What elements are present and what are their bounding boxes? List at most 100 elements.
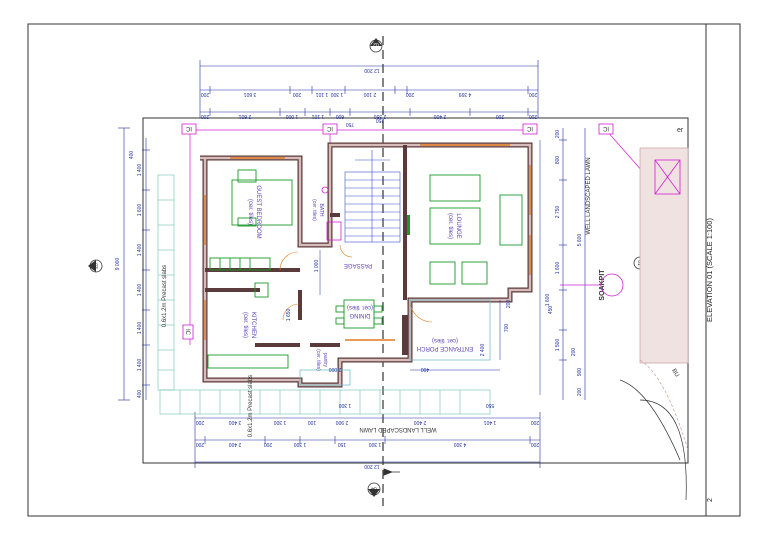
dim-bot-r2-3: 1 300 [294, 441, 307, 447]
dim-top-r1-1: 3 601 [244, 91, 257, 97]
elevation-marker-bottom[interactable]: 04 [367, 482, 381, 497]
corner-label: er [677, 127, 684, 134]
dim-bot-r2-1: 2 400 [229, 441, 242, 447]
dim-bot-r2-0: 200 [196, 441, 205, 447]
room-pantry-finish: (cer. tiles) [315, 349, 321, 371]
dim-misc-0: 750 [346, 121, 355, 127]
misc-dimension-text: 750 250 1 000 2 400 1 300 1 600 2 000 40… [286, 117, 551, 408]
sofa-right [499, 194, 523, 246]
dim-top-r1-3: 1 101 [316, 91, 329, 97]
dim-top-r1-0: 200 [201, 91, 210, 97]
bottom-dimension-chains [194, 412, 541, 468]
room-kitchen-name: KITCHEN [250, 312, 256, 338]
dim-bot-r2-7: 200 [531, 441, 540, 447]
dim-left-3: 1 400 [137, 244, 143, 257]
dim-right-4: 450 [548, 306, 554, 315]
dim-bot-r1-2: 1 300 [274, 419, 287, 425]
elevation-marker-left-label: 03 [92, 263, 98, 269]
room-entrance-porch-name: ENTRANCE PORCH [417, 345, 473, 351]
room-lounge-finish: (cer. tiles) [447, 213, 453, 239]
driveway [619, 147, 689, 501]
dim-bot-r2-4: 150 [338, 441, 347, 447]
bath-fixtures [321, 186, 342, 241]
staircase [344, 150, 401, 243]
dim-bot-r1-4: 2 900 [336, 419, 349, 425]
ic-tag-4[interactable]: IC [598, 123, 614, 135]
room-lounge: LOUNGE (cer. tiles) [447, 213, 461, 239]
sofa-top [429, 174, 481, 202]
tv-unit [407, 215, 410, 235]
ic-tag-1[interactable]: IC [181, 123, 197, 135]
dim-top-r1-8: 200 [529, 91, 538, 97]
windows [204, 144, 531, 341]
room-guest-bedroom-name: GUEST BEDROOM [255, 185, 261, 238]
top-dimension-chains [199, 60, 539, 118]
dim-left-1: 1 400 [137, 164, 143, 177]
ic-tag-3[interactable]: IC [522, 123, 538, 135]
room-labels: GUEST BEDROOM (cer. tiles) LOUNGE (cer. … [242, 185, 473, 371]
soakpit-symbol [560, 273, 624, 297]
dim-bot-r2-5: 1 300 [369, 441, 382, 447]
dim-misc-8: 700 [504, 324, 510, 333]
dim-top-overall: 12 200 [364, 67, 380, 73]
elevation-marker-top[interactable]: 02 [369, 38, 383, 53]
sheet-number: 2 [707, 498, 714, 502]
dim-right-3: 1 600 [555, 262, 561, 275]
ic-tag-1-label: IC [185, 125, 192, 131]
interior-dimensions [319, 140, 541, 395]
dim-bot-r1-7: 200 [531, 419, 540, 425]
ic-tag-3-label: IC [526, 125, 533, 131]
armchair-1 [429, 261, 456, 285]
dim-top-r2-1: 2 601 [239, 113, 252, 119]
room-pantry: pantry (cer. tiles) [315, 349, 328, 371]
precast-slabs-bottom [159, 389, 491, 415]
dim-bottom-overall: 12 200 [364, 463, 380, 469]
room-dining-finish: (cer. tiles) [347, 304, 373, 310]
dim-right-overall: 5 600 [577, 234, 583, 247]
sheet-border [27, 23, 741, 517]
dim-top-r2-0: 200 [201, 113, 210, 119]
ic-tag-2[interactable]: IC [322, 123, 338, 135]
ic-tag-5[interactable]: IC [182, 324, 194, 340]
dim-misc-10: 1 650 [286, 309, 292, 322]
dim-misc-1: 250 [376, 117, 385, 123]
coffee-table [429, 207, 481, 245]
room-passage-name: PASSAGE [344, 262, 372, 268]
dim-misc-4: 1 300 [339, 402, 352, 408]
room-kitchen: KITCHEN (cer. tiles) [242, 312, 256, 338]
dim-top-r2-2: 1 000 [286, 113, 299, 119]
room-guest-bedroom: GUEST BEDROOM (cer. tiles) [247, 185, 261, 238]
label-lawn-right: WELL LANDSCAPED LAWN [586, 157, 592, 234]
bed [231, 179, 293, 226]
dim-misc-6: 2 000 [329, 366, 342, 372]
dim-left-2: 1 600 [137, 204, 143, 217]
elevation-marker-left[interactable]: 03 [88, 259, 103, 273]
dim-right-7: 900 [577, 368, 583, 377]
dim-right-5: 1 500 [555, 339, 561, 352]
dim-top-r2-4: 600 [336, 113, 345, 119]
dim-misc-2: 1 000 [314, 260, 320, 273]
room-bath-finish: (cer. tiles) [311, 199, 317, 221]
room-bath: BATH (cer. tiles) [311, 199, 324, 221]
dim-misc-11: 550 [486, 402, 495, 408]
ic-tag-2-label: IC [326, 125, 333, 131]
dim-bot-r1-5: 2 400 [414, 419, 427, 425]
dim-bot-r1-6: 1 401 [484, 419, 497, 425]
dim-right-1: 800 [555, 156, 561, 165]
dim-bot-r1-1: 3 400 [229, 419, 242, 425]
right-dimension-text: 200 800 2 750 1 600 450 1 500 200 900 20… [548, 130, 583, 397]
label-slabs-bottom: 0.6x1.2m Precast slabs [248, 375, 254, 437]
dim-top-r2-3: 1 101 [312, 113, 325, 119]
ic-tag-4-label: IC [602, 125, 609, 131]
furniture [207, 169, 523, 369]
label-slabs-left: 0.6x1.2m Precast slabs [162, 265, 168, 327]
top-dimension-text: 12 200 200 3 601 200 1 101 1 300 2 100 2… [201, 67, 538, 119]
left-dimension-text: 9 000 400 1 400 1 600 1 400 1 400 1 400 … [115, 151, 143, 399]
dim-right-2: 2 750 [555, 206, 561, 219]
dim-top-r2-6: 2 400 [434, 113, 447, 119]
dim-right-8: 200 [577, 388, 583, 397]
dim-top-r1-5: 2 100 [364, 91, 377, 97]
elevation-title: ELEVATION 01 (SCALE 1:100) [705, 218, 714, 322]
